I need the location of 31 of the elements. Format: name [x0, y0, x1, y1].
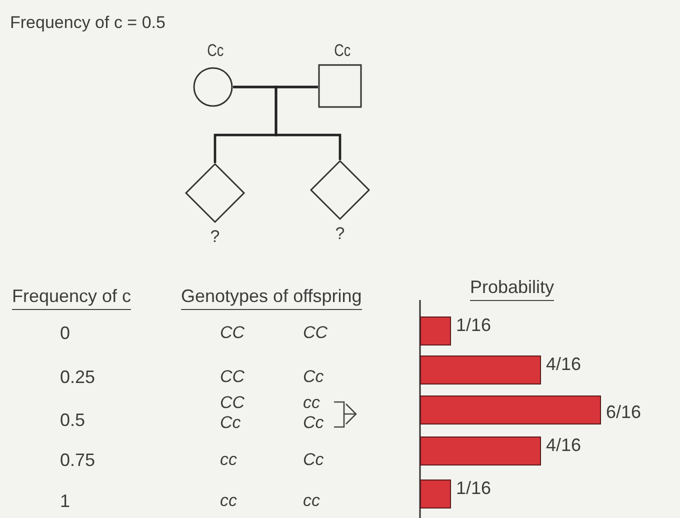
genotype-text: Cc [303, 368, 324, 385]
value-label: 1/16 [456, 478, 492, 498]
frequency-value: 0.75 [60, 451, 96, 469]
title: Frequency of c = 0.5 [10, 14, 166, 31]
genotype-text: cc [220, 451, 237, 468]
genotype-text: Cc [220, 414, 241, 431]
genotype-text: CC [220, 394, 245, 411]
genotype-text: cc [220, 492, 237, 509]
question-mark: ? [210, 228, 220, 245]
value-label: 6/16 [606, 402, 642, 422]
genotype-text: CC [303, 324, 328, 341]
genotype-text: Cc [303, 414, 324, 431]
frequency-value: 0 [60, 324, 70, 342]
pedigree-line [274, 86, 342, 160]
genotype-text: Cc [303, 451, 324, 468]
value-label: 1/16 [456, 315, 492, 335]
value-label: 4/16 [546, 435, 582, 455]
question-mark: ? [335, 225, 345, 242]
genotype-text: CC [220, 368, 245, 385]
genotype-text: cc [303, 394, 320, 411]
frequency-value: 0.25 [60, 368, 96, 386]
frequency-value: 0.5 [60, 411, 86, 429]
column-header: Frequency of c [12, 287, 132, 310]
frequency-value: 1 [60, 492, 70, 510]
column-header: Genotypes of offspring [181, 287, 362, 310]
genotype-label: Cc [206, 42, 224, 59]
genotype-label: Cc [334, 42, 350, 59]
genotype-text: CC [220, 324, 245, 341]
chart-title: Probability [470, 278, 554, 301]
value-label: 4/16 [546, 354, 582, 374]
genotype-text: cc [303, 492, 320, 509]
